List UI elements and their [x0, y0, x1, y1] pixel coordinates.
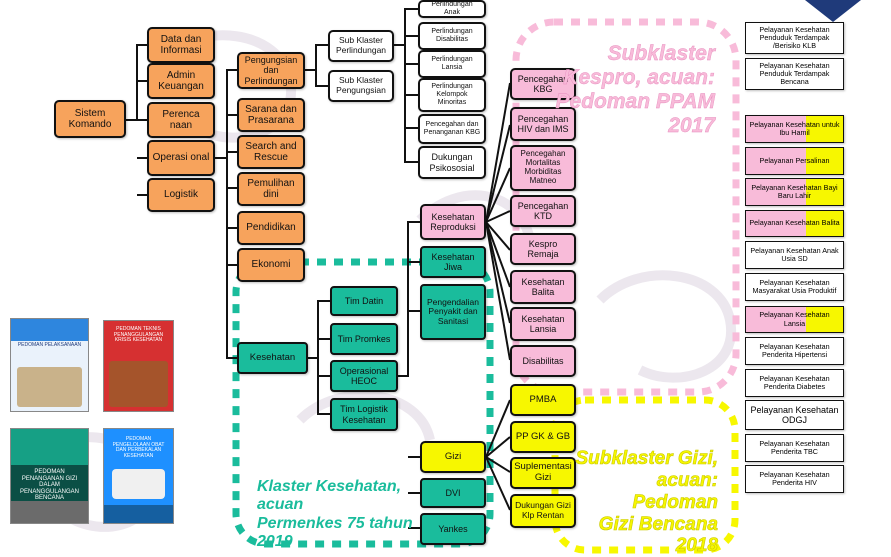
perlindungan-lansia-node: Perlindungan Lansia [418, 50, 486, 78]
side-service-odgj: Pelayanan Kesehatan ODGJ [745, 400, 844, 430]
side-service-diabetes: Pelayanan Kesehatan Penderita Diabetes [745, 369, 844, 397]
admin-keuangan-node: Admin Keuangan [147, 63, 215, 99]
side-service-klb: Pelayanan Kesehatan Penduduk Terdampak /… [745, 22, 844, 54]
sarana-prasarana-node: Sarana dan Prasarana [237, 98, 305, 132]
side-service-ibu-hamil: Pelayanan Kesehatan untuk Ibu Hamil [745, 115, 844, 143]
search-rescue-node: Search and Rescue [237, 135, 305, 169]
pencegahan-ktd-node: Pencegahan KTD [510, 195, 576, 227]
logistik-node: Logistik [147, 178, 215, 212]
pencegahan-penanganan-kbg-node: Pencegahan dan Penanganan KBG [418, 114, 486, 144]
klaster-kesehatan-region-label: Klaster Kesehatan, acuan Permenkes 75 ta… [257, 478, 413, 551]
disabilitas-node: Disabilitas [510, 345, 576, 377]
corner-chevron-icon [805, 0, 861, 22]
side-service-usia-produktif: Pelayanan Kesehatan Masyarakat Usia Prod… [745, 273, 844, 301]
dukungan-psikososial-node: Dukungan Psikososial [418, 146, 486, 179]
suplementasi-gizi-node: Suplementasi Gizi [510, 457, 576, 489]
data-informasi-node: Data dan Informasi [147, 27, 215, 63]
side-service-bencana: Pelayanan Kesehatan Penduduk Terdampak B… [745, 58, 844, 90]
sistem-komando-node: Sistem Komando [54, 100, 126, 138]
pemulihan-dini-node: Pemulihan dini [237, 172, 305, 206]
side-service-hiv: Pelayanan Kesehatan Penderita HIV [745, 465, 844, 493]
pp-gk-gb-node: PP GK & GB [510, 421, 576, 453]
operasional-heoc-node: Operasional HEOC [330, 360, 398, 392]
kespro-remaja-node: Kespro Remaja [510, 233, 576, 265]
sub-klaster-perlindungan-node: Sub Klaster Perlindungan [328, 30, 394, 62]
yankes-node: Yankes [420, 513, 486, 545]
gizi-node: Gizi [420, 441, 486, 473]
kesehatan-lansia-node: Kesehatan Lansia [510, 307, 576, 341]
pendidikan-node: Pendidikan [237, 211, 305, 245]
dvi-node: DVI [420, 478, 486, 508]
book-cover-3: PEDOMAN PENANGANAN GIZI DALAM PENANGGULA… [10, 428, 89, 524]
side-service-lansia: Pelayanan Kesehatan Lansia [745, 306, 844, 333]
book-cover-3-title: PEDOMAN PENANGANAN GIZI DALAM PENANGGULA… [19, 469, 79, 502]
corner-chevron-decoration [805, 0, 861, 22]
dukungan-gizi-node: Dukungan Gizi Klp Rentan [510, 494, 576, 528]
sub-klaster-pengungsian-node: Sub Klaster Pengungsian [328, 70, 394, 102]
book-cover-4-title: PEDOMAN PENGELOLAAN OBAT DAN PERBEKALAN … [112, 436, 165, 459]
tim-logistik-kesehatan-node: Tim Logistik Kesehatan [330, 398, 398, 431]
pengungsian-perlindungan-node: Pengungsian dan Perlindungan [237, 52, 305, 89]
ekonomi-node: Ekonomi [237, 248, 305, 282]
book-cover-2: PEDOMAN TEKNIS PENANGGULANGAN KRISIS KES… [103, 320, 174, 412]
side-service-anak-sd: Pelayanan Kesehatan Anak Usia SD [745, 241, 844, 269]
perlindungan-anak-node: Perlindungan Anak [418, 0, 486, 18]
side-service-bayi-baru-lahir: Pelayanan Kesehatan Bayi Baru Lahir [745, 178, 844, 206]
book-cover-1-title: PEDOMAN PELAKSANAAN [17, 342, 82, 348]
side-service-persalinan: Pelayanan Persalinan [745, 147, 844, 175]
pengendalian-penyakit-sanitasi-node: Pengendalian Penyakit dan Sanitasi [420, 284, 486, 340]
pencegahan-mortalitas-node: Pencegahan Mortalitas Morbiditas Matneo [510, 145, 576, 191]
pmba-node: PMBA [510, 384, 576, 416]
pencegahan-kbg-node: Pencegahan KBG [510, 68, 576, 100]
book-cover-4: PEDOMAN PENGELOLAAN OBAT DAN PERBEKALAN … [103, 428, 174, 524]
book-cover-2-title: PEDOMAN TEKNIS PENANGGULANGAN KRISIS KES… [113, 326, 164, 343]
side-service-hipertensi: Pelayanan Kesehatan Penderita Hipertensi [745, 337, 844, 365]
operasional-node: Operasi onal [147, 140, 215, 176]
gizi-region-label: Subklaster Gizi, acuan: Pedoman Gizi Ben… [575, 448, 718, 557]
kesehatan-jiwa-node: Kesehatan Jiwa [420, 246, 486, 278]
side-service-balita: Pelayanan Kesehatan Balita [745, 210, 844, 237]
perencanaan-node: Perenca naan [147, 102, 215, 138]
perlindungan-minoritas-node: Perlindungan Kelompok Minoritas [418, 78, 486, 112]
kesehatan-node: Kesehatan [237, 342, 308, 374]
kesehatan-reproduksi-node: Kesehatan Reproduksi [420, 204, 486, 240]
kespro-region-label: Subklaster Kespro, acuan: Pedoman PPAM 2… [555, 42, 715, 138]
pencegahan-hiv-ims-node: Pencegahan HIV dan IMS [510, 107, 576, 141]
side-service-tbc: Pelayanan Kesehatan Penderita TBC [745, 434, 844, 462]
perlindungan-disabilitas-node: Perlindungan Disabilitas [418, 22, 486, 50]
tim-datin-node: Tim Datin [330, 286, 398, 316]
kesehatan-balita-node: Kesehatan Balita [510, 270, 576, 304]
book-cover-1: PEDOMAN PELAKSANAAN [10, 318, 89, 412]
tim-promkes-node: Tim Promkes [330, 323, 398, 355]
